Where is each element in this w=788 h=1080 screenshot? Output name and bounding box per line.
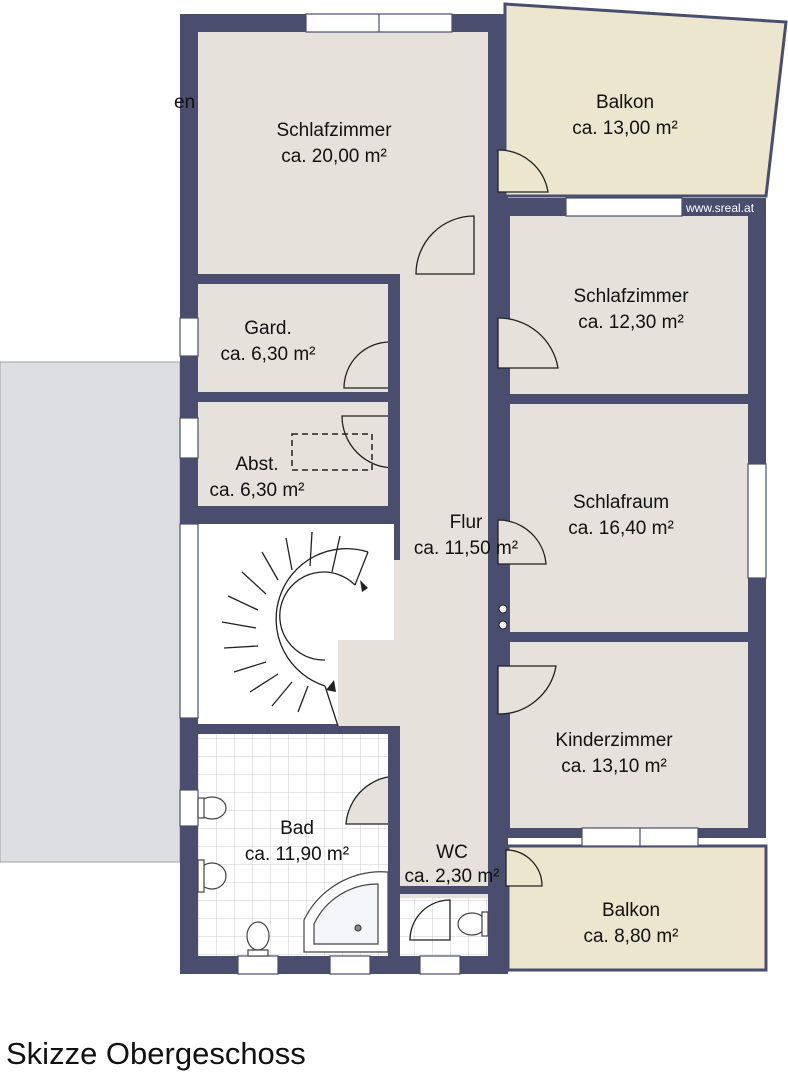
window-bad-side <box>179 789 199 827</box>
terrace-area <box>0 361 181 863</box>
window-schlafraum <box>747 463 767 579</box>
control-dots <box>498 604 508 630</box>
partial-text: en <box>174 92 195 113</box>
room-labels: Schlafzimmer ca. 20,00 m² Balkon ca. 13,… <box>209 92 689 947</box>
label-wc-area: ca. 2,30 m² <box>404 866 499 887</box>
label-kinderzimmer-name: Kinderzimmer <box>555 730 673 751</box>
label-flur-area: ca. 11,50 m² <box>414 538 518 559</box>
label-schlafzimmer-1-name: Schlafzimmer <box>276 120 392 141</box>
wc-wall-block <box>488 830 508 974</box>
stair-landing-edge <box>338 524 394 726</box>
window-bad-bottom-2 <box>329 955 371 975</box>
door-swings <box>341 149 559 941</box>
window-wc-bottom <box>419 955 461 975</box>
window-schlafzimmer-2 <box>565 197 683 217</box>
label-schlafzimmer-2-area: ca. 12,30 m² <box>578 312 684 333</box>
interior-walls <box>198 284 748 956</box>
label-flur-name: Flur <box>450 512 483 533</box>
windows <box>179 13 767 975</box>
plan-caption: Skizze Obergeschoss <box>6 1036 306 1071</box>
label-balkon-1-name: Balkon <box>596 92 654 113</box>
label-balkon-2-name: Balkon <box>602 900 660 921</box>
label-gard-name: Gard. <box>244 318 292 339</box>
window-bad-bottom-1 <box>237 955 279 975</box>
stair-arrow-icon <box>326 680 336 692</box>
label-balkon-1-area: ca. 13,00 m² <box>572 118 678 139</box>
balkon-top <box>503 2 788 198</box>
toilet-bad-2-icon <box>246 921 270 951</box>
bathroom-fixtures <box>197 796 489 957</box>
label-abst-name: Abst. <box>235 454 278 475</box>
floor-plan: en www.sreal.at Schlafzimmer ca. 20,00 m… <box>0 2 788 975</box>
label-bad-name: Bad <box>280 818 314 839</box>
watermark: www.sreal.at <box>685 201 755 215</box>
label-wc-name: WC <box>436 842 468 863</box>
label-gard-area: ca. 6,30 m² <box>220 344 315 365</box>
room-schlafraum <box>510 404 748 632</box>
label-schlafzimmer-1-area: ca. 20,00 m² <box>281 146 387 167</box>
label-abst-area: ca. 6,30 m² <box>209 480 304 501</box>
label-schlafzimmer-2-name: Schlafzimmer <box>573 286 689 307</box>
label-schlafraum-area: ca. 16,40 m² <box>568 518 674 539</box>
attic-hatch <box>291 433 373 471</box>
label-schlafraum-name: Schlafraum <box>573 492 669 513</box>
spiral-staircase <box>221 531 369 727</box>
stair-arrow-top-icon <box>360 580 368 592</box>
label-kinderzimmer-area: ca. 13,10 m² <box>561 756 667 777</box>
label-balkon-2-area: ca. 8,80 m² <box>583 926 678 947</box>
room-flur <box>400 200 488 830</box>
window-stair <box>179 523 199 719</box>
label-bad-area: ca. 11,90 m² <box>245 844 349 865</box>
window-gard <box>179 317 199 357</box>
window-abst <box>179 417 199 459</box>
